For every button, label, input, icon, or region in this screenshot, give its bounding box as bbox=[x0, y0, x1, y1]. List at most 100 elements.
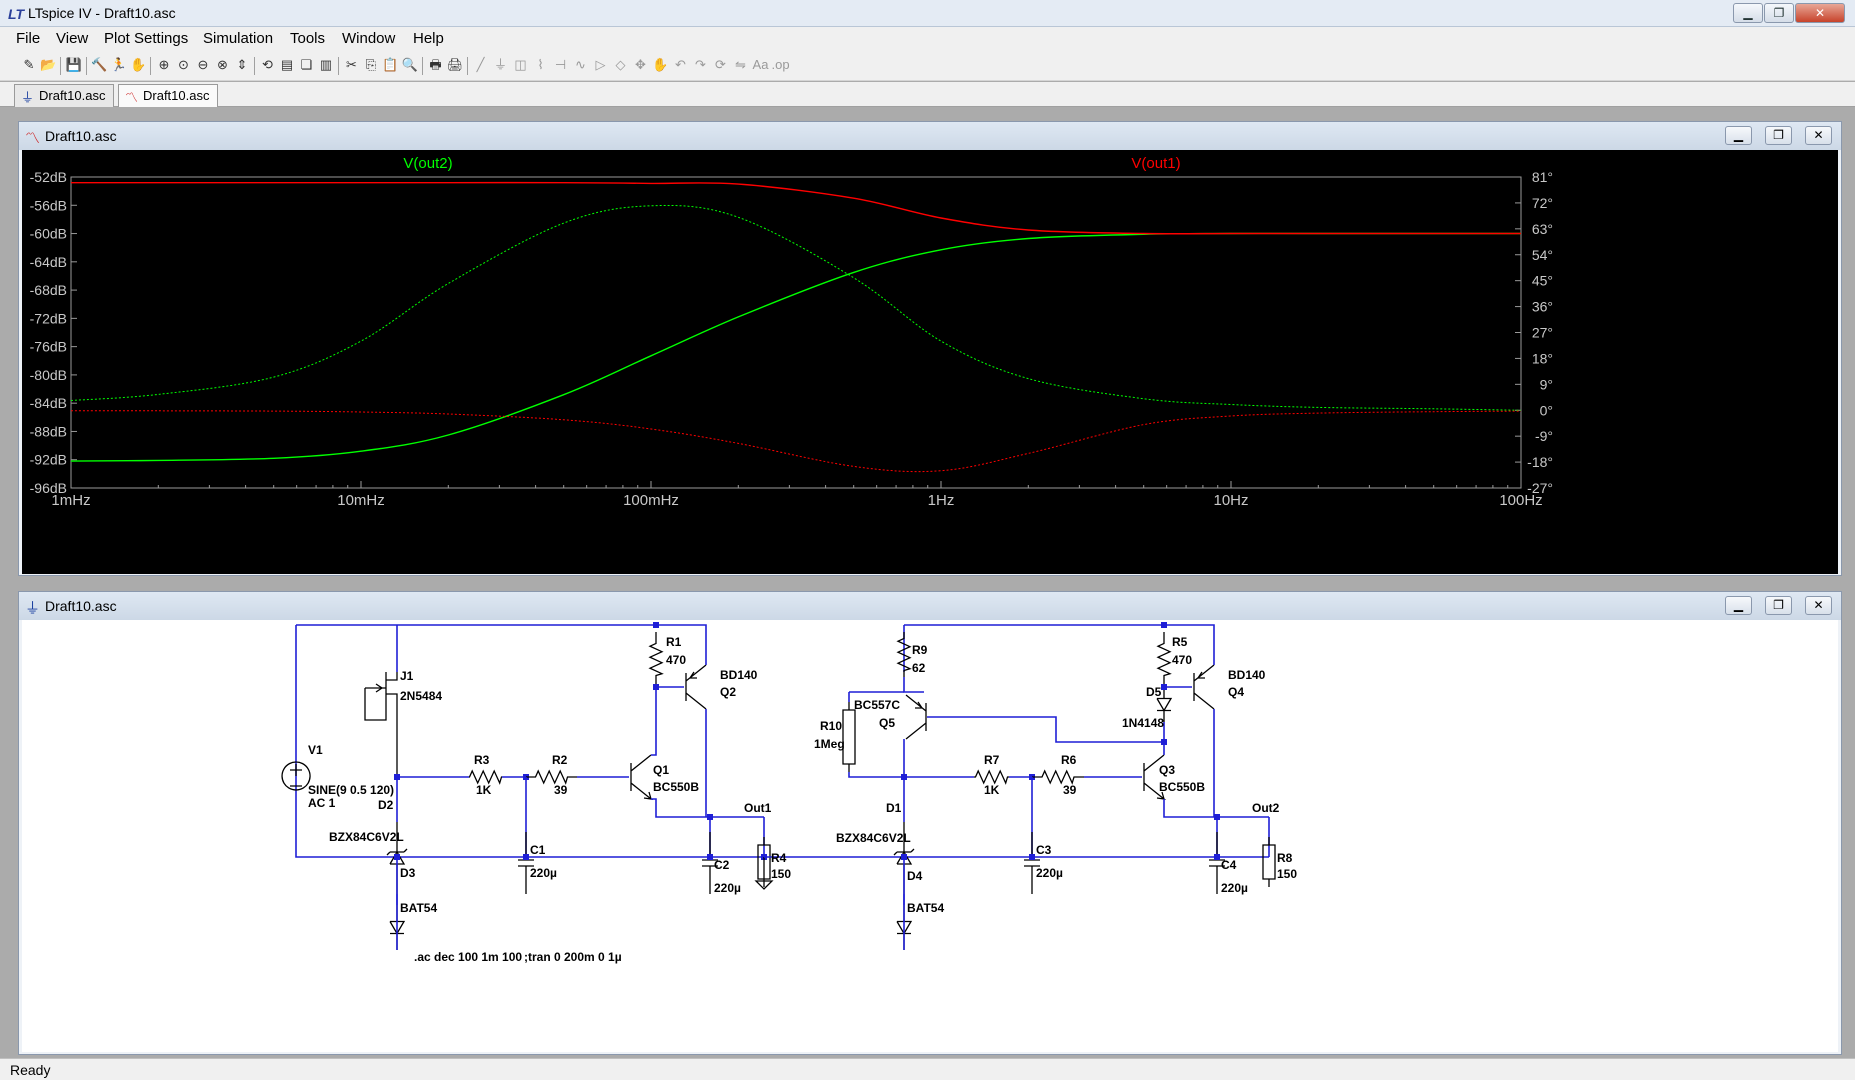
menu-plot-settings[interactable]: Plot Settings bbox=[104, 30, 189, 47]
menu-view[interactable]: View bbox=[56, 30, 89, 47]
spice-directive-ac[interactable]: .ac dec 100 1m 100 bbox=[414, 950, 522, 964]
label-d3[interactable]: D3 bbox=[400, 866, 416, 880]
schematic-restore-button[interactable]: ❐ bbox=[1765, 596, 1792, 615]
label-c3-value[interactable]: 220µ bbox=[1036, 866, 1063, 880]
label-j1[interactable]: J1 bbox=[400, 669, 414, 683]
cancel-zoom-icon[interactable]: ⊗ bbox=[217, 57, 228, 72]
label-q5-model[interactable]: BC557C bbox=[854, 698, 900, 712]
label-q1-model[interactable]: BC550B bbox=[653, 780, 699, 794]
wire[interactable] bbox=[295, 625, 764, 858]
label-c2-value[interactable]: 220µ bbox=[714, 881, 741, 895]
label-r8[interactable]: R8 bbox=[1277, 851, 1293, 865]
wire[interactable] bbox=[1163, 799, 1269, 818]
label-r5-value[interactable]: 470 bbox=[1172, 653, 1192, 667]
label-d2[interactable]: D2 bbox=[378, 798, 394, 812]
label-q5[interactable]: Q5 bbox=[879, 716, 895, 730]
label-c4-value[interactable]: 220µ bbox=[1221, 881, 1248, 895]
label-d5[interactable]: D5 bbox=[1146, 685, 1162, 699]
wire[interactable] bbox=[927, 716, 1162, 743]
resistor-r4[interactable] bbox=[757, 837, 771, 887]
zoom-in-icon[interactable]: ⊕ bbox=[158, 57, 170, 72]
label-out2[interactable]: Out2 bbox=[1252, 801, 1280, 815]
label-r4-value[interactable]: 150 bbox=[771, 867, 791, 881]
resistor-r9[interactable] bbox=[896, 632, 912, 677]
diode-icon[interactable]: ▷ bbox=[595, 57, 606, 72]
transistor-q4[interactable] bbox=[1193, 664, 1215, 710]
tile-horizontal-icon[interactable]: ▤ bbox=[280, 57, 294, 72]
cascade-icon[interactable]: ❏ bbox=[300, 57, 313, 72]
cut-icon[interactable]: ✂ bbox=[346, 57, 357, 72]
trace-label-vout2[interactable]: V(out2) bbox=[403, 155, 452, 172]
ground-symbol[interactable] bbox=[754, 857, 774, 890]
close-button[interactable]: ✕ bbox=[1795, 3, 1845, 23]
copy-icon[interactable]: ⎘ bbox=[365, 57, 377, 72]
label-r5[interactable]: R5 bbox=[1172, 635, 1188, 649]
undo-icon[interactable]: ↶ bbox=[675, 57, 686, 72]
menu-simulation[interactable]: Simulation bbox=[203, 30, 274, 47]
transistor-q2[interactable] bbox=[685, 664, 707, 710]
mirror-icon[interactable]: ⇋ bbox=[735, 57, 746, 72]
restore-button[interactable]: ❐ bbox=[1764, 3, 1794, 23]
spice-directive-tran[interactable]: ;tran 0 200m 0 1µ bbox=[524, 950, 622, 964]
label-out1[interactable]: Out1 bbox=[744, 801, 772, 815]
transistor-q5[interactable] bbox=[905, 694, 927, 740]
label-r2[interactable]: R2 bbox=[552, 753, 568, 767]
label-d1-model[interactable]: BZX84C6V2L bbox=[836, 831, 911, 845]
zoom-full-icon[interactable]: ⊙ bbox=[178, 57, 189, 72]
label-r6-value[interactable]: 39 bbox=[1063, 783, 1077, 797]
wire-icon[interactable]: ╱ bbox=[476, 57, 485, 72]
label-c4[interactable]: C4 bbox=[1221, 858, 1237, 872]
tab-schematic[interactable]: ⏚ Draft10.asc bbox=[14, 84, 115, 107]
label-r3-value[interactable]: 1K bbox=[476, 783, 492, 797]
label-r9[interactable]: R9 bbox=[912, 643, 928, 657]
inductor-icon[interactable]: ∿ bbox=[575, 57, 586, 72]
label-q1[interactable]: Q1 bbox=[653, 763, 669, 777]
wire[interactable] bbox=[651, 687, 657, 756]
autorange-icon[interactable]: ⇕ bbox=[236, 57, 248, 72]
capacitor-c3[interactable] bbox=[1024, 832, 1040, 894]
label-q4-model[interactable]: BD140 bbox=[1228, 668, 1266, 682]
trace-vout2-phase[interactable] bbox=[70, 204, 1522, 411]
label-d4-model[interactable]: BAT54 bbox=[907, 901, 944, 915]
trace-label-vout1[interactable]: V(out1) bbox=[1131, 155, 1180, 172]
tile-vertical-icon[interactable]: ▥ bbox=[319, 57, 333, 72]
menu-help[interactable]: Help bbox=[413, 30, 444, 47]
label-r7-value[interactable]: 1K bbox=[984, 783, 1000, 797]
resistor-r5[interactable] bbox=[1156, 632, 1172, 687]
wire[interactable] bbox=[656, 624, 707, 665]
resistor-r3[interactable] bbox=[468, 769, 503, 785]
drag-icon[interactable]: ✋ bbox=[652, 57, 669, 72]
ground-icon[interactable]: ⏚ bbox=[493, 57, 507, 72]
label-icon[interactable]: ◫ bbox=[514, 57, 527, 72]
menu-tools[interactable]: Tools bbox=[290, 30, 326, 47]
print-setup-icon[interactable]: 🖶 bbox=[429, 57, 442, 72]
move-icon[interactable]: ✥ bbox=[635, 57, 646, 72]
wire[interactable] bbox=[1164, 624, 1215, 665]
save-icon[interactable]: 💾 bbox=[65, 57, 83, 72]
pan-icon[interactable]: ✋ bbox=[130, 57, 147, 72]
label-r8-value[interactable]: 150 bbox=[1277, 867, 1297, 881]
component-icon[interactable]: ◇ bbox=[615, 57, 626, 72]
text-icon[interactable]: Aa bbox=[752, 57, 769, 72]
print-icon[interactable]: 🖨 bbox=[446, 57, 464, 72]
label-v1-spec[interactable]: SINE(9 0.5 120) bbox=[308, 783, 394, 797]
label-r1-value[interactable]: 470 bbox=[666, 653, 686, 667]
label-r2-value[interactable]: 39 bbox=[554, 783, 568, 797]
label-v1[interactable]: V1 bbox=[308, 743, 323, 757]
wire[interactable] bbox=[903, 677, 924, 693]
redo-icon[interactable]: ↷ bbox=[695, 57, 706, 72]
paste-icon[interactable]: 📋 bbox=[382, 57, 399, 72]
resistor-r6[interactable] bbox=[1032, 769, 1084, 785]
capacitor-c1[interactable] bbox=[518, 832, 534, 894]
label-d2-model[interactable]: BZX84C6V2L bbox=[329, 830, 404, 844]
resistor-r2[interactable] bbox=[526, 769, 577, 785]
label-r3[interactable]: R3 bbox=[474, 753, 490, 767]
waveform-restore-button[interactable]: ❐ bbox=[1765, 126, 1792, 145]
trace-vout1-phase[interactable] bbox=[71, 410, 1522, 473]
control-panel-icon[interactable]: 🔨 bbox=[91, 57, 108, 72]
label-r7[interactable]: R7 bbox=[984, 753, 1000, 767]
label-q3[interactable]: Q3 bbox=[1159, 763, 1175, 777]
